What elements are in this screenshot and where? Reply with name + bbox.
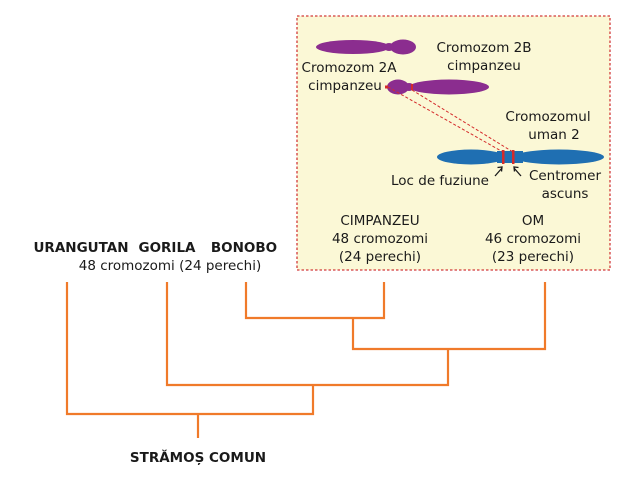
human-chr2-sublabel: uman 2 (528, 127, 579, 143)
centromere-sublabel: ascuns (542, 186, 589, 202)
chr2b-sublabel: cimpanzeu (447, 58, 521, 74)
chimp-pairs: (24 perechi) (339, 249, 421, 265)
chimp-chromosomes: 48 cromozomi (332, 231, 428, 247)
fusion-arrow-icon (494, 166, 503, 177)
chr2b-tip-marker (385, 85, 388, 89)
chromosome-2a (316, 39, 416, 55)
common-ancestor-label: STRĂMOȘ COMUN (130, 448, 266, 466)
branch-bonobo-chimp (244, 282, 386, 320)
branch-gorilla (165, 282, 450, 387)
inset-panel (296, 15, 611, 271)
centromere-marker (512, 150, 515, 164)
human-chromosome-2 (437, 149, 604, 165)
bonobo-label: BONOBO (211, 240, 277, 256)
centromere-label: Centromer (529, 168, 602, 184)
orangutan-label: URANGUTAN (33, 240, 128, 256)
human-chr2-label: Cromozomul (505, 109, 590, 125)
chr2a-label: Cromozom 2A (302, 60, 398, 76)
chr2a-sublabel: cimpanzeu (308, 78, 382, 94)
chromosome-inset: Cromozom 2A cimpanzeu Cromozom 2B cimpan… (296, 15, 611, 271)
chr2b-label: Cromozom 2B (437, 40, 532, 56)
chimp-name: CIMPANZEU (340, 213, 419, 229)
projection-line-1 (387, 86, 504, 153)
branch-pan-human (351, 282, 547, 351)
human-pairs: (23 perechi) (492, 249, 574, 265)
centromere-arrow-icon (513, 166, 522, 177)
gorilla-label: GORILA (138, 240, 196, 256)
great-apes-chromosomes: 48 cromozomi (24 perechi) (79, 258, 262, 274)
human-chromosomes: 46 cromozomi (485, 231, 581, 247)
fusion-site-marker (502, 150, 505, 164)
branch-orangutan (65, 282, 315, 416)
phylogenetic-tree (65, 282, 547, 438)
human-name: OM (522, 213, 544, 229)
fusion-site-label: Loc de fuziune (391, 173, 489, 189)
chromosome-2b (387, 79, 489, 95)
chr2b-centromere-marker (411, 84, 413, 90)
